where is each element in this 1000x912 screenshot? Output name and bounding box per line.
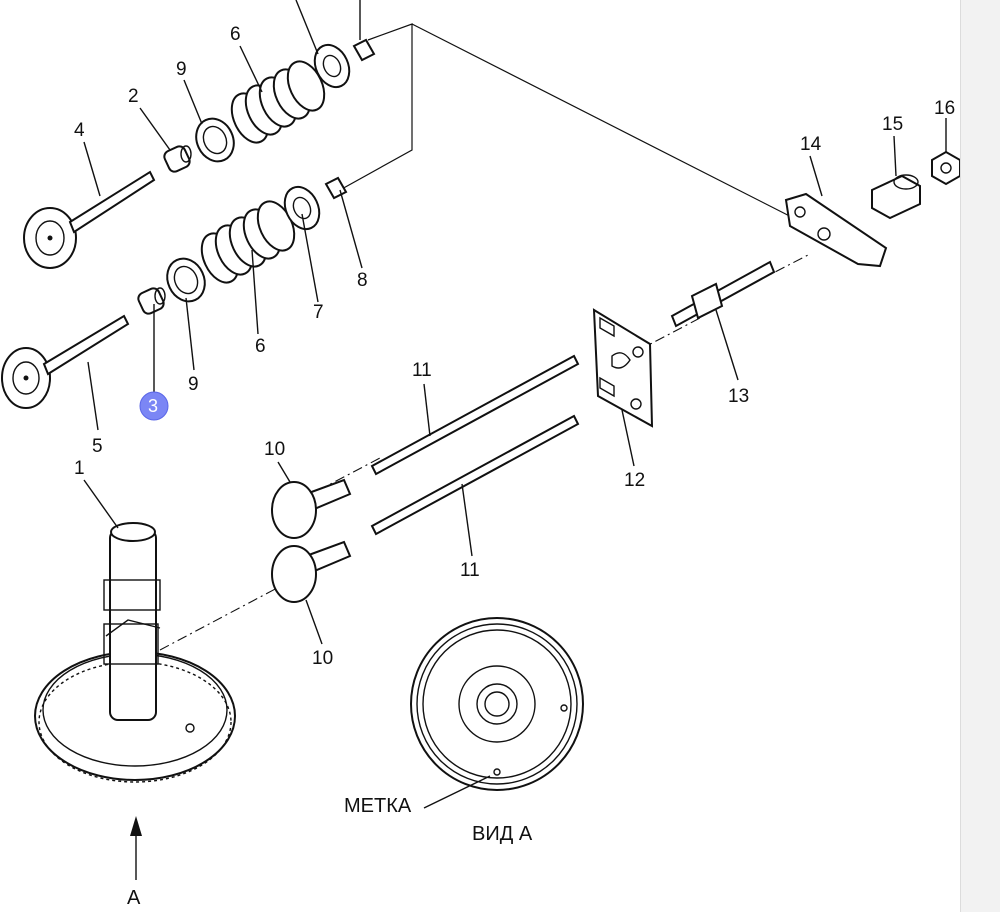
retainer-top-part-7	[313, 43, 351, 89]
washer-bottom-part-9	[166, 257, 206, 303]
retainer-bottom-part-7	[283, 185, 321, 231]
spring-bottom-part-6	[200, 200, 296, 284]
keeper-bottom-part-8	[324, 176, 348, 200]
valve-seal-part-3	[137, 287, 166, 315]
guide-plate-part-12	[592, 308, 654, 428]
valve-top-part-4	[23, 170, 156, 269]
callout-13: 13	[728, 386, 749, 407]
pivot-part-15	[871, 174, 921, 220]
valve-bottom-part-5	[1, 314, 130, 409]
callout-8: 8	[357, 270, 368, 291]
camshaft-gear-part-1	[34, 522, 236, 783]
callout-labels: 1 2 4 5 6 6 7 8 9 9 10 10 11 11 12 13 14…	[74, 24, 955, 909]
valve-seal-part-2	[163, 145, 192, 173]
callout-5: 5	[92, 436, 103, 457]
stud-part-13	[670, 260, 776, 328]
rocker-arm-part-14	[784, 192, 888, 268]
callout-6-top: 6	[230, 24, 241, 45]
pushrod-top-part-11	[370, 354, 580, 476]
callout-3-highlighted[interactable]: 3	[139, 391, 169, 421]
washer-top-part-9	[195, 117, 235, 163]
callout-16: 16	[934, 98, 955, 119]
callout-15: 15	[882, 114, 903, 135]
callout-3: 3	[148, 396, 158, 416]
callout-1: 1	[74, 458, 85, 479]
callout-11-top: 11	[412, 360, 432, 381]
callout-9-top: 9	[176, 59, 187, 80]
view-a-arrow	[130, 816, 142, 880]
view-a-label: ВИД А	[472, 823, 533, 845]
callout-7: 7	[313, 302, 324, 323]
spring-top-part-6	[230, 60, 326, 144]
pushrod-bottom-part-11	[370, 414, 580, 536]
callout-leaders	[83, 0, 947, 809]
nut-part-16	[931, 150, 960, 186]
callout-10-top: 10	[264, 439, 285, 460]
callout-9-bottom: 9	[188, 374, 199, 395]
view-arrow-label: A	[127, 887, 141, 909]
callout-10-bottom: 10	[312, 648, 333, 669]
callout-2: 2	[128, 86, 139, 107]
parts-diagram: 1 2 4 5 6 6 7 8 9 9 10 10 11 11 12 13 14…	[1, 0, 960, 909]
mark-label: МЕТКА	[344, 795, 412, 817]
callout-6-bottom: 6	[255, 336, 266, 357]
keeper-top-part-8	[352, 38, 376, 62]
window-edge-strip	[960, 0, 1000, 912]
callout-11-bottom: 11	[460, 560, 480, 581]
view-a-gear-face	[410, 617, 584, 791]
callout-14: 14	[800, 134, 822, 155]
tappet-bottom-part-10	[271, 540, 352, 603]
tappet-top-part-10	[271, 478, 352, 539]
callout-12: 12	[624, 470, 645, 491]
callout-4: 4	[74, 120, 85, 141]
